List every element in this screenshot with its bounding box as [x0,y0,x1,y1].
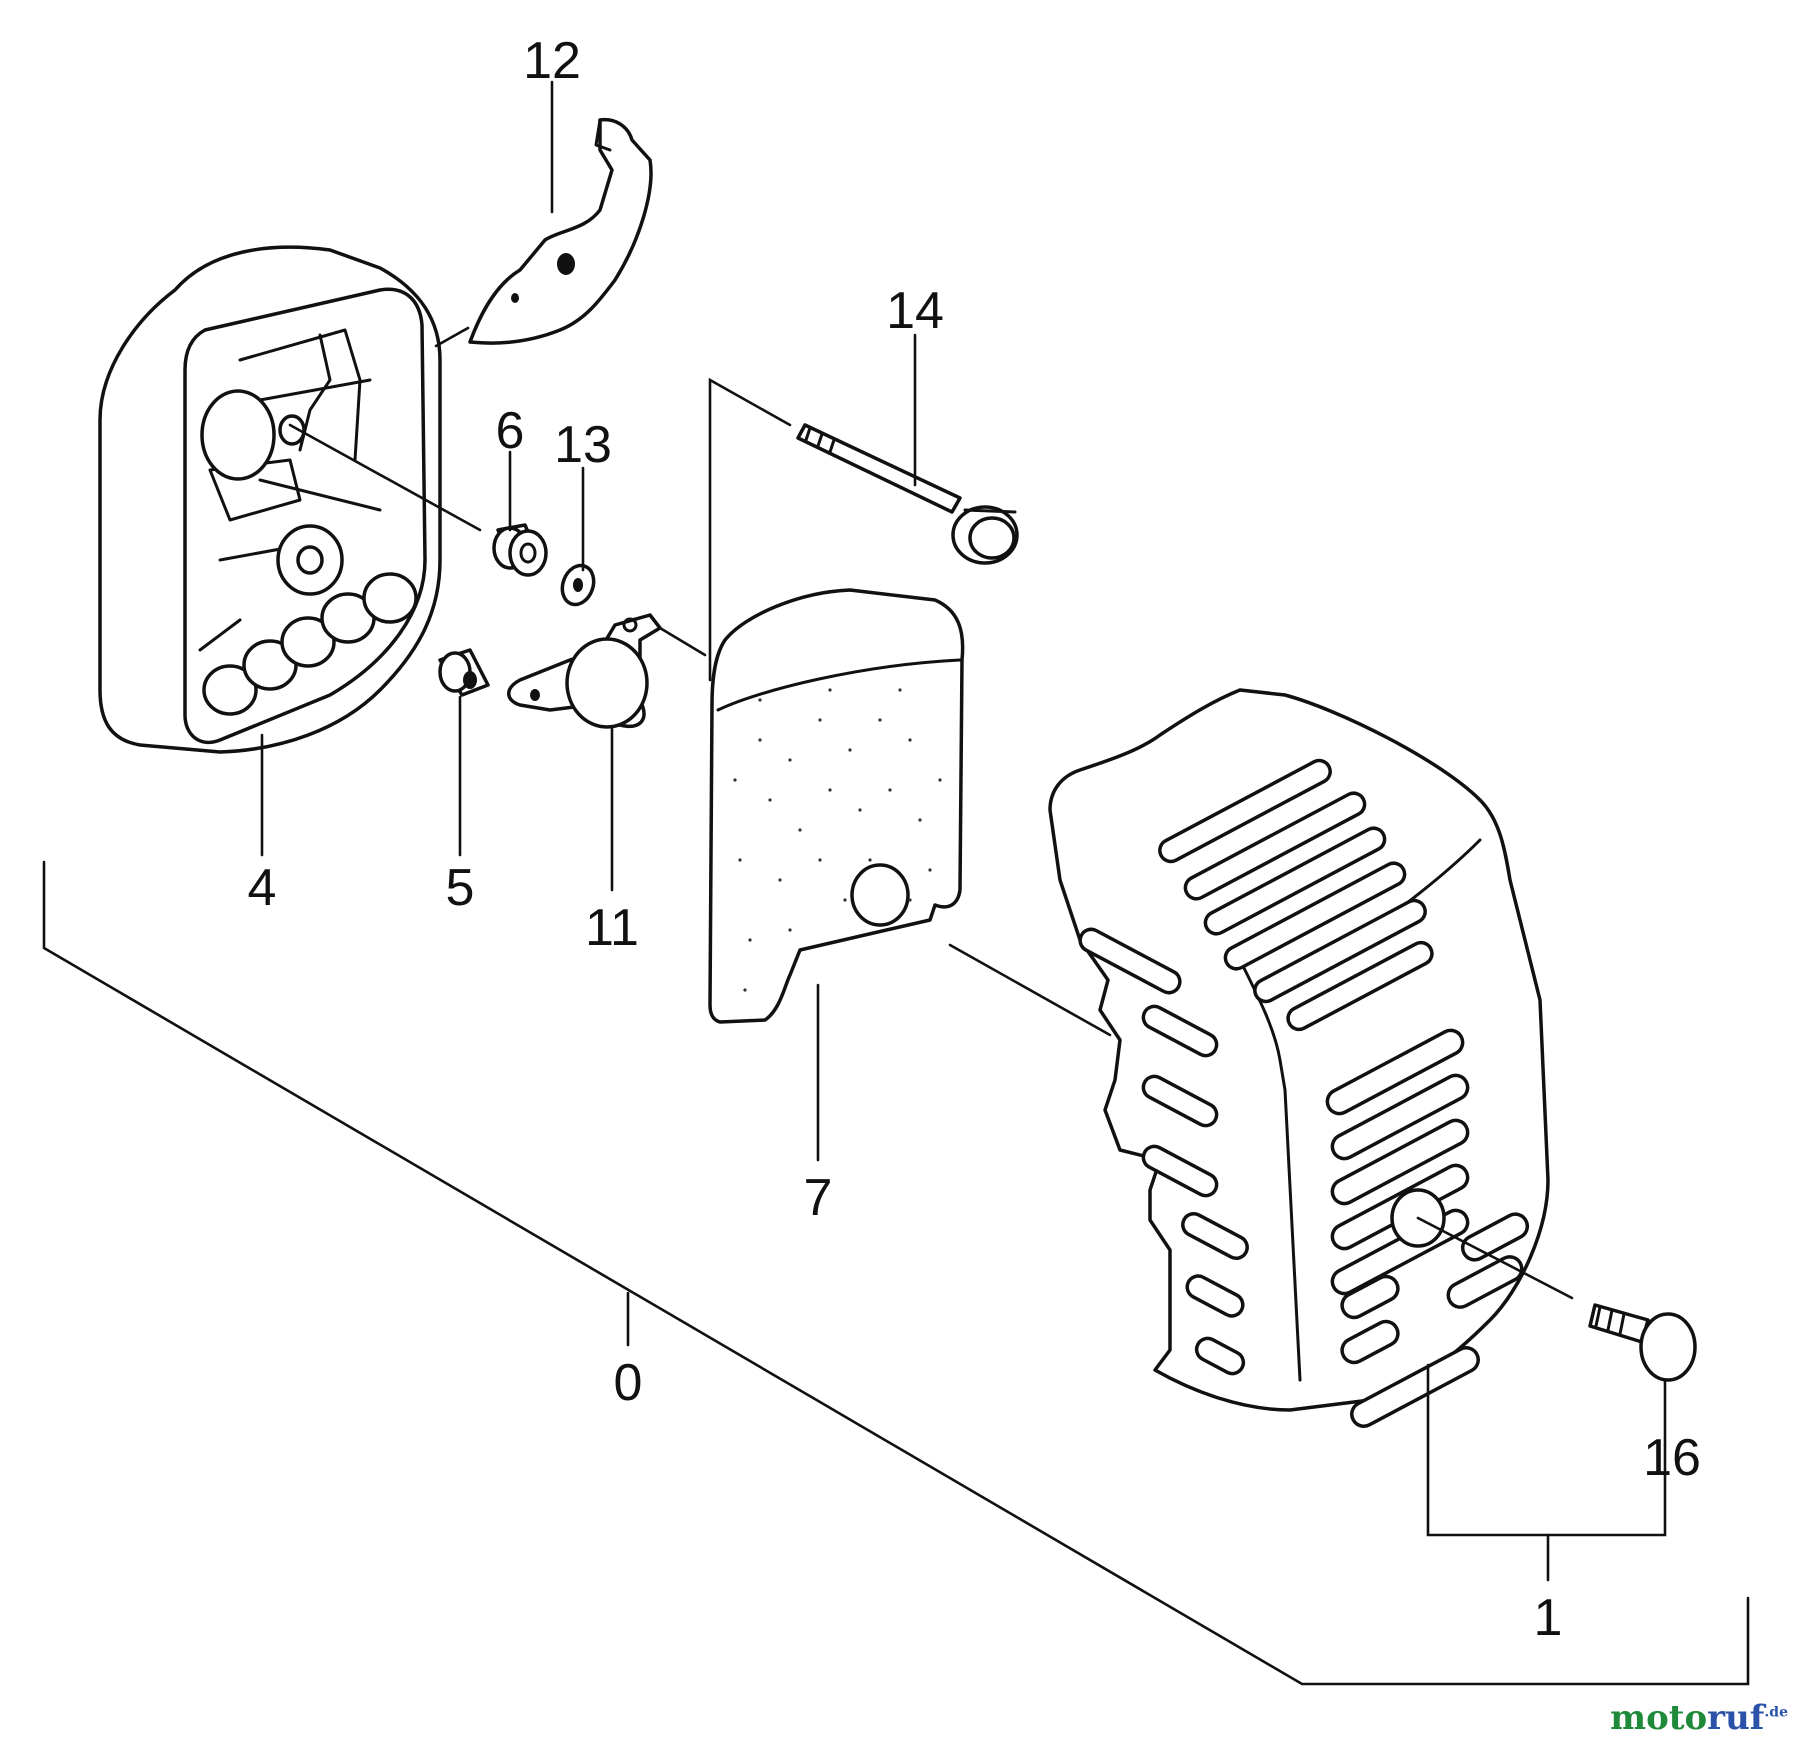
callout-0: 0 [614,1354,643,1412]
callout-labels: 12 14 6 13 4 5 11 7 0 16 1 [248,32,1701,1647]
callout-1: 1 [1534,1589,1563,1647]
callout-13: 13 [554,416,612,474]
choke-shutter [507,613,662,729]
callout-6: 6 [496,402,525,460]
nut [438,648,490,697]
collar [492,523,548,577]
air-cleaner-base [98,245,442,754]
choke-lever-plate [468,117,653,345]
leader-lines [42,80,1750,1686]
callout-4: 4 [248,859,277,917]
long-bolt [796,423,1019,565]
callout-11: 11 [585,899,639,957]
callout-7: 7 [804,1169,833,1227]
watermark-logo: motoruf.de [1610,1698,1788,1738]
air-cleaner-cover [1048,688,1550,1428]
washer [560,563,596,607]
callout-5: 5 [446,859,475,917]
callout-12: 12 [523,32,581,90]
cover-screw [1588,1303,1697,1382]
foam-element [708,588,965,1024]
callout-14: 14 [886,282,944,340]
callout-16: 16 [1643,1429,1701,1487]
